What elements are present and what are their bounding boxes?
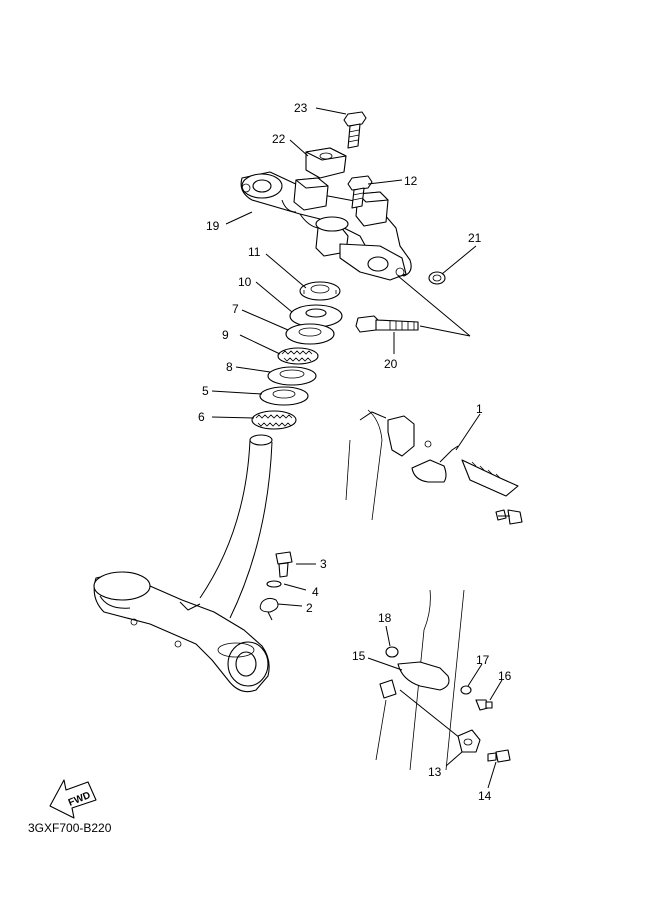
- part-20-bolt: [355, 315, 419, 333]
- callout-14: 14: [478, 789, 492, 803]
- upper-bracket: [240, 171, 412, 281]
- callout-4: 4: [312, 585, 319, 599]
- callout-10: 10: [238, 275, 252, 289]
- part-16-screw: [475, 699, 493, 711]
- part-3-bolt: [275, 551, 293, 578]
- part-7-washer: [285, 323, 335, 345]
- part-4-washer: [266, 580, 282, 588]
- part-2-clamp: [259, 597, 279, 621]
- part-22-holder: [305, 147, 347, 179]
- callout-15: 15: [352, 649, 366, 663]
- fork-detail-lower-right: [375, 589, 465, 771]
- callout-20: 20: [384, 357, 398, 371]
- part-6-bearing: [251, 410, 297, 430]
- callout-21: 21: [468, 231, 482, 245]
- callout-6: 6: [198, 410, 205, 424]
- part-23-bolt: [343, 111, 367, 149]
- callout-1: 1: [476, 402, 483, 416]
- callout-9: 9: [222, 328, 229, 342]
- part-9-bearing: [277, 347, 319, 365]
- callout-3: 3: [320, 557, 327, 571]
- part-12-bolt: [347, 175, 373, 209]
- part-21-cap: [428, 271, 446, 285]
- part-8-race: [267, 366, 317, 386]
- part-bolt-right-detail: [495, 509, 523, 525]
- callout-5: 5: [202, 384, 209, 398]
- callout-11: 11: [248, 245, 261, 259]
- callout-22: 22: [272, 132, 286, 146]
- fwd-arrow-icon: FWD: [49, 779, 97, 819]
- callout-7: 7: [232, 302, 239, 316]
- callout-18: 18: [378, 611, 392, 625]
- diagram-code: 3GXF700-B220: [28, 821, 112, 835]
- leader-lines: [211, 107, 503, 789]
- callout-8: 8: [226, 360, 233, 374]
- part-18-nut: [385, 646, 399, 658]
- part-14-bolt: [487, 749, 511, 763]
- callout-17: 17: [476, 653, 490, 667]
- part-17-washer: [460, 685, 472, 695]
- fork-detail-upper-right: [345, 409, 519, 521]
- part-10-washer: [289, 304, 343, 328]
- part-11-nut: [299, 281, 341, 301]
- steering-stem: [93, 434, 273, 693]
- part-13-clamp: [457, 729, 481, 753]
- callout-labels: 23 22 12 19 21 11 10 7 9 20 8 5 6 1 3 4 …: [198, 101, 512, 803]
- part-5-washer: [259, 386, 309, 406]
- callout-23: 23: [294, 101, 308, 115]
- callout-12: 12: [404, 174, 418, 188]
- callout-2: 2: [306, 601, 313, 615]
- callout-19: 19: [206, 219, 220, 233]
- callout-13: 13: [428, 765, 442, 779]
- callout-16: 16: [498, 669, 512, 683]
